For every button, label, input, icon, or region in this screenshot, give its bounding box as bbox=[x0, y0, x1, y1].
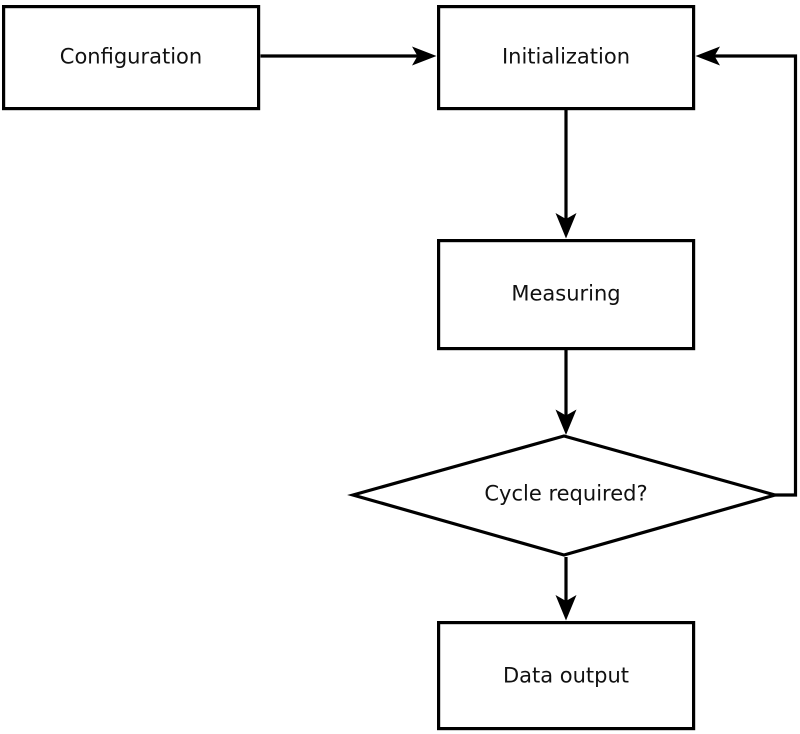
node-measuring-label: Measuring bbox=[511, 282, 620, 306]
node-initialization-label: Initialization bbox=[502, 45, 630, 69]
arrowhead-into-measuring-top bbox=[555, 213, 577, 239]
edge-cycle-required-to-initialization bbox=[695, 46, 798, 497]
edge-cycle-required-to-data-output bbox=[555, 557, 577, 621]
edge-measuring-to-cycle-required bbox=[555, 350, 577, 435]
node-cycle-required[interactable]: Cycle required? bbox=[347, 434, 781, 557]
node-initialization[interactable]: Initialization bbox=[437, 4, 696, 111]
arrowhead-into-cycle-required-top bbox=[555, 409, 577, 435]
node-measuring-shape[interactable] bbox=[437, 239, 696, 351]
node-data-output-label: Data output bbox=[503, 664, 629, 688]
node-data-output[interactable]: Data output bbox=[437, 620, 696, 731]
edge-initialization-to-measuring bbox=[555, 110, 577, 239]
edge-line-feedback-loop bbox=[709, 54, 798, 497]
arrowhead-into-initialization-left bbox=[412, 46, 437, 66]
node-measuring[interactable]: Measuring bbox=[437, 239, 696, 351]
arrowhead-into-data-output-top bbox=[555, 595, 577, 621]
arrowhead-into-initialization-right bbox=[695, 46, 720, 66]
node-cycle-required-label: Cycle required? bbox=[484, 482, 647, 506]
node-initialization-shape[interactable] bbox=[437, 4, 696, 111]
node-cycle-required-shape[interactable] bbox=[347, 434, 781, 557]
node-configuration[interactable]: Configuration bbox=[1, 4, 261, 111]
node-configuration-label: Configuration bbox=[60, 45, 202, 69]
edge-configuration-to-initialization bbox=[260, 46, 437, 66]
node-configuration-shape[interactable] bbox=[1, 4, 261, 111]
node-data-output-shape[interactable] bbox=[437, 620, 696, 731]
